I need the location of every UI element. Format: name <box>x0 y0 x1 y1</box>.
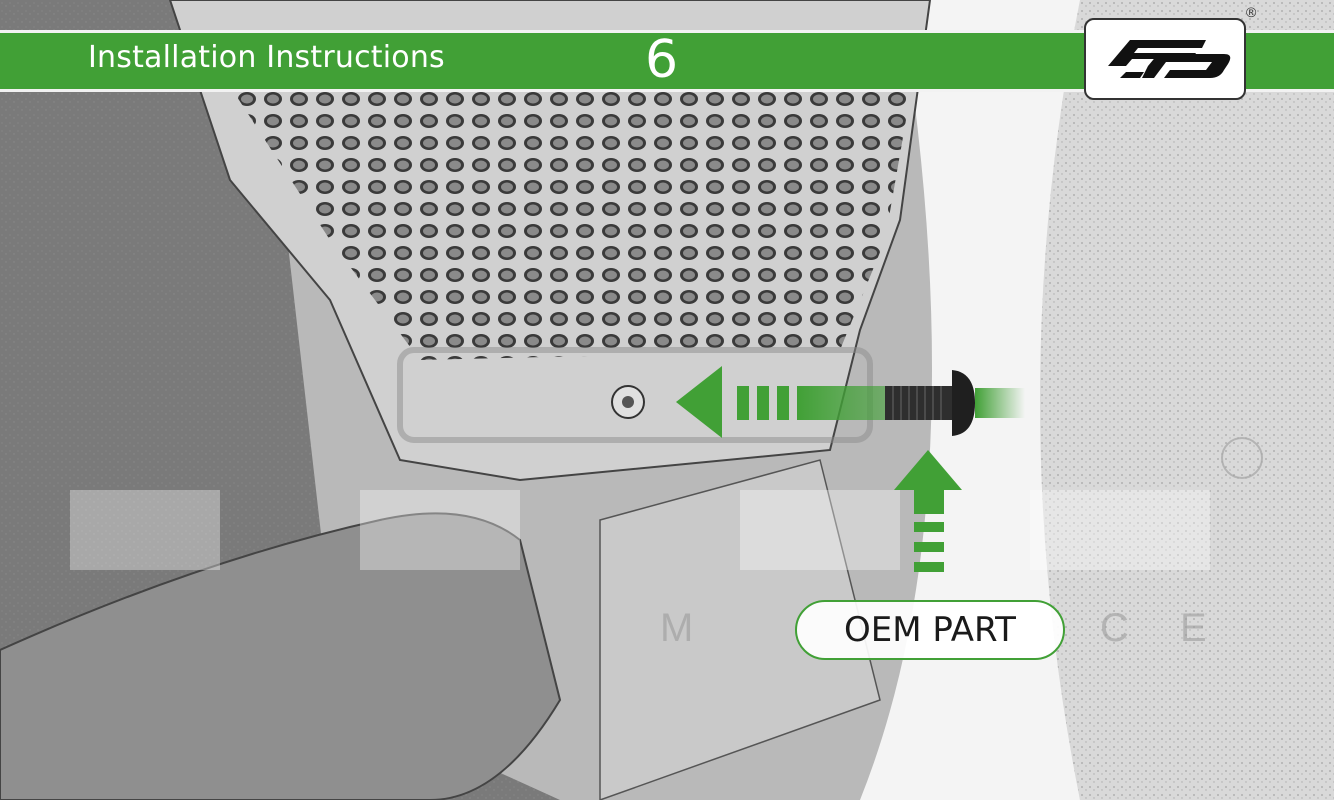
watermark-letter: C <box>1100 606 1129 650</box>
brand-logo <box>1084 18 1246 100</box>
watermark-letter: E <box>1180 606 1207 650</box>
step-number: 6 <box>645 30 679 90</box>
registered-mark: ® <box>1246 4 1257 20</box>
oem-part-text: OEM PART <box>844 610 1016 650</box>
page-title: Installation Instructions <box>88 40 445 75</box>
oem-part-label: OEM PART <box>795 600 1065 660</box>
ep-logo-icon <box>1108 40 1231 78</box>
watermark-letter: M <box>660 606 694 650</box>
